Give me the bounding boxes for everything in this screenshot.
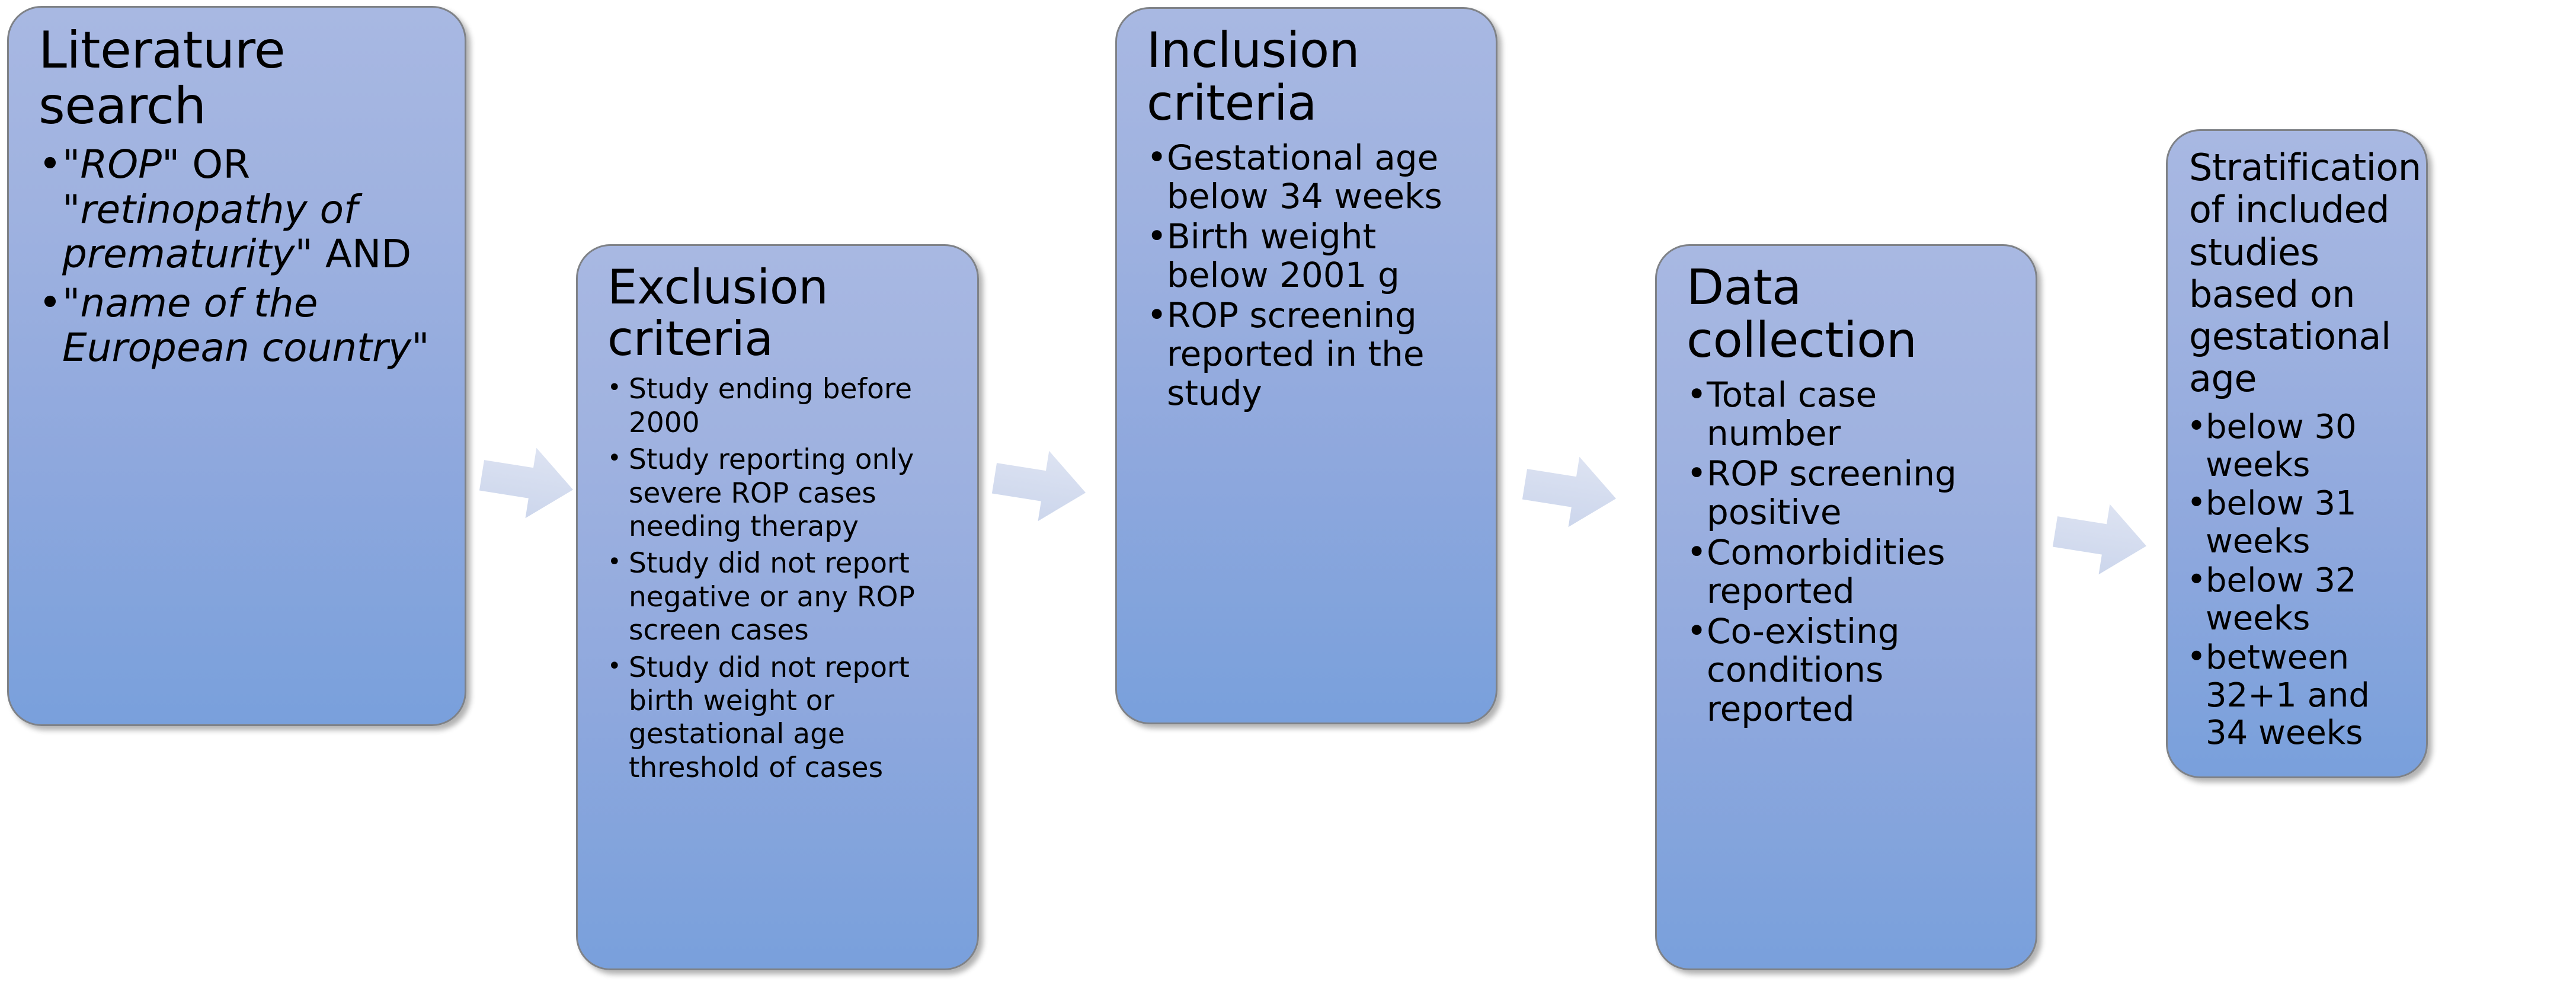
bullet-item: ROP screening reported in the study [1147, 295, 1476, 413]
flow-node-inclusion-criteria[interactable]: Inclusion criteria Gestational age below… [1115, 7, 1497, 724]
bullet-item: "name of the European country" [39, 280, 444, 370]
bullet-item: Total case number [1687, 375, 2015, 453]
bullet-item: below 31 weeks [2187, 484, 2415, 561]
node-title-data-collection: Data collection [1687, 260, 1917, 369]
bullet-item: Gestational age below 34 weeks [1147, 138, 1476, 216]
flow-node-stratification[interactable]: Stratification of included studies based… [2166, 129, 2428, 778]
bullet-item: Birth weight below 2001 g [1147, 216, 1476, 295]
bullet-item: Study did not report negative or any ROP… [607, 547, 957, 647]
arrow-right-icon [1517, 447, 1624, 535]
bullet-item: Comorbidities reported [1687, 532, 2015, 611]
bullet-item: Study reporting only severe ROP cases ne… [607, 443, 957, 544]
bullet-item: ROP screening positive [1687, 453, 2015, 532]
arrow-right-icon [2047, 495, 2154, 583]
flow-node-exclusion-criteria[interactable]: Exclusion criteria Study ending before 2… [576, 244, 979, 970]
node-bullets-data-collection: Total case number ROP screening positive… [1681, 375, 2015, 729]
bullet-item: Co-existing conditions reported [1687, 611, 2015, 729]
node-bullets-stratification: below 30 weeks below 31 weeks below 32 w… [2185, 407, 2415, 752]
node-title-inclusion-criteria: Inclusion criteria [1147, 23, 1360, 132]
node-bullets-inclusion-criteria: Gestational age below 34 weeks Birth wei… [1141, 138, 1476, 413]
bullet-item: below 32 weeks [2187, 561, 2415, 638]
node-title-stratification: Stratification of included studies based… [2189, 146, 2421, 401]
node-bullets-exclusion-criteria: Study ending before 2000 Study reporting… [601, 373, 957, 785]
arrow-right-icon [474, 439, 581, 526]
node-title-literature-search: Literature search [39, 21, 286, 136]
node-title-exclusion-criteria: Exclusion criteria [607, 260, 828, 367]
flow-node-data-collection[interactable]: Data collection Total case number ROP sc… [1655, 244, 2037, 970]
bullet-item: "ROP" OR "retinopathy of prematurity" AN… [39, 141, 444, 276]
bullet-item: Study ending before 2000 [607, 373, 957, 440]
arrow-right-icon [987, 442, 1093, 529]
node-bullets-literature-search: "ROP" OR "retinopathy of prematurity" AN… [33, 141, 444, 370]
flow-node-literature-search[interactable]: Literature search "ROP" OR "retinopathy … [7, 6, 466, 726]
bullet-item: between 32+1 and 34 weeks [2187, 638, 2415, 752]
bullet-item: below 30 weeks [2187, 407, 2415, 484]
bullet-item: Study did not report birth weight or ges… [607, 651, 957, 785]
